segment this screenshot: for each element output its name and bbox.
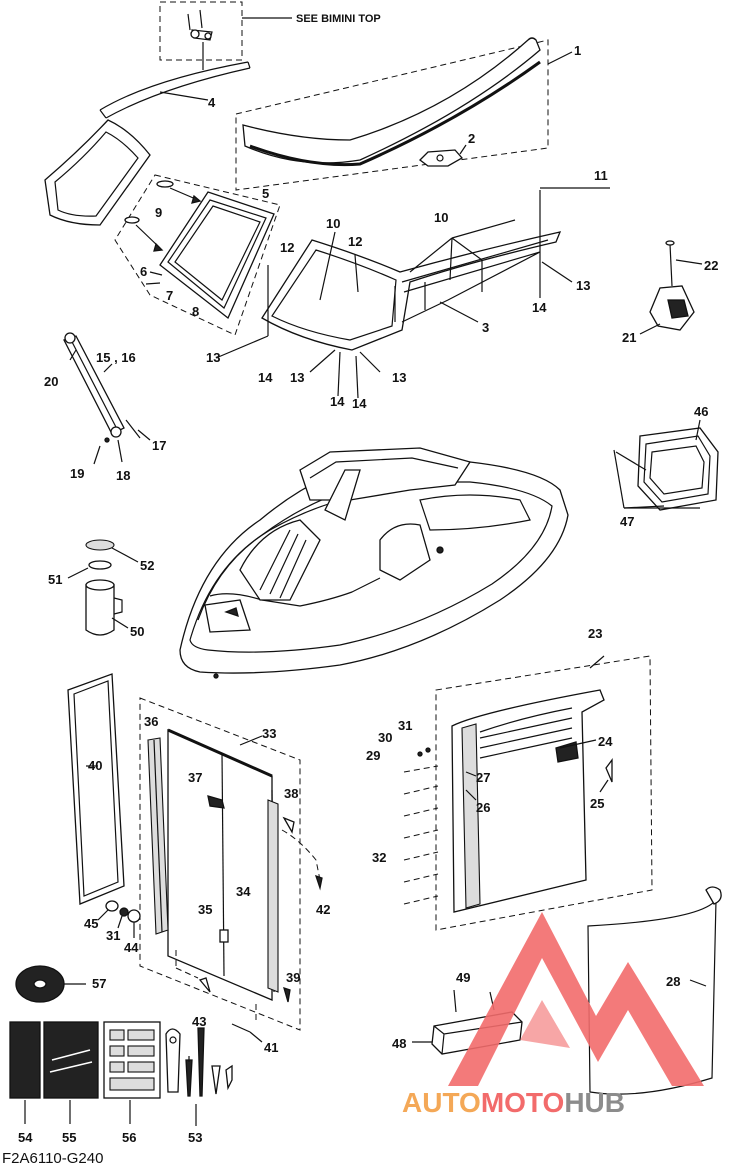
label-part-55: 55 <box>62 1130 76 1145</box>
tools-part-53 <box>165 1027 233 1126</box>
bracket-part-21 <box>639 240 703 335</box>
label-part-51: 51 <box>48 572 62 587</box>
label-part-47: 47 <box>620 514 634 529</box>
windshield-frame-part-3 <box>215 187 610 399</box>
label-part-54: 54 <box>18 1130 33 1145</box>
label-part-41: 41 <box>264 1040 278 1055</box>
watermark-middle: MOTO <box>481 1087 564 1118</box>
label-part-52: 52 <box>140 558 154 573</box>
label-part-53: 53 <box>188 1130 202 1145</box>
drawing-code: F2A6110-G240 <box>2 1150 103 1165</box>
label-part-43: 43 <box>192 1014 206 1029</box>
label-part-56: 56 <box>122 1130 136 1145</box>
label-part-14-c: 14 <box>352 396 367 411</box>
label-part-10-b: 10 <box>434 210 448 225</box>
cd-part-57 <box>15 965 86 1003</box>
cup-holder-part-50 <box>67 539 139 636</box>
label-part-14-a: 14 <box>258 370 273 385</box>
label-part-8: 8 <box>192 304 199 319</box>
label-part-29: 29 <box>366 748 380 763</box>
label-part-35: 35 <box>198 902 212 917</box>
label-part-42: 42 <box>316 902 330 917</box>
bimini-top-box: SEE BIMINI TOP <box>159 1 381 70</box>
label-part-6: 6 <box>140 264 147 279</box>
washers-part-44 <box>97 900 141 938</box>
label-part-46: 46 <box>694 404 708 419</box>
label-part-27: 27 <box>476 770 490 785</box>
label-part-10-a: 10 <box>326 216 340 231</box>
label-part-24: 24 <box>598 734 613 749</box>
windshield-top-frame-part-4 <box>44 61 251 226</box>
boat-hull <box>179 447 569 679</box>
part-labels: 1 2 3 4 5 6 7 8 9 10 10 11 12 12 13 13 1… <box>18 43 718 1145</box>
label-part-50: 50 <box>130 624 144 639</box>
label-part-33: 33 <box>262 726 276 741</box>
see-bimini-top-note: SEE BIMINI TOP <box>296 13 381 25</box>
label-part-23: 23 <box>588 626 602 641</box>
label-part-1: 1 <box>574 43 581 58</box>
label-part-12-a: 12 <box>280 240 294 255</box>
label-part-44: 44 <box>124 940 139 955</box>
label-part-13-a: 13 <box>206 350 220 365</box>
label-part-14-b: 14 <box>330 394 345 409</box>
storage-door-part-23 <box>403 655 653 931</box>
label-part-48: 48 <box>392 1036 406 1051</box>
label-part-36: 36 <box>144 714 158 729</box>
label-part-21: 21 <box>622 330 636 345</box>
label-part-28: 28 <box>666 974 680 989</box>
label-part-20: 20 <box>44 374 58 389</box>
label-part-2: 2 <box>468 131 475 146</box>
watermark-prefix: AUTO <box>402 1087 481 1118</box>
label-part-37: 37 <box>188 770 202 785</box>
label-part-12-b: 12 <box>348 234 362 249</box>
label-part-9: 9 <box>155 205 162 220</box>
support-strut-part-15 <box>63 332 151 465</box>
label-part-34: 34 <box>236 884 251 899</box>
label-part-40: 40 <box>88 758 102 773</box>
label-part-13-d: 13 <box>576 278 590 293</box>
label-part-49: 49 <box>456 970 470 985</box>
top-cap-part-1 <box>235 37 573 191</box>
label-part-13-b: 13 <box>290 370 304 385</box>
watermark-suffix: HUB <box>564 1087 625 1118</box>
label-part-31-b: 31 <box>106 928 120 943</box>
label-part-25: 25 <box>590 796 604 811</box>
label-part-31-a: 31 <box>398 718 412 733</box>
label-part-7: 7 <box>166 288 173 303</box>
label-part-30: 30 <box>378 730 392 745</box>
door-assembly-part-33 <box>139 697 323 1043</box>
label-part-32: 32 <box>372 850 386 865</box>
manuals-part-54 <box>9 1021 161 1124</box>
label-part-13-c: 13 <box>392 370 406 385</box>
label-part-38: 38 <box>284 786 298 801</box>
label-part-26: 26 <box>476 800 490 815</box>
label-part-14-d: 14 <box>532 300 547 315</box>
label-part-18: 18 <box>116 468 130 483</box>
label-part-22: 22 <box>704 258 718 273</box>
label-part-19: 19 <box>70 466 84 481</box>
label-part-5: 5 <box>262 186 269 201</box>
panel-part-40 <box>67 673 125 905</box>
label-part-3: 3 <box>482 320 489 335</box>
watermark-text: AUTOMOTOHUB <box>402 1087 625 1118</box>
windshield-panel-group-part-5 <box>114 174 281 336</box>
cover-part-28 <box>587 886 722 1095</box>
label-part-39: 39 <box>286 970 300 985</box>
label-part-57: 57 <box>92 976 106 991</box>
watermark-logo: AUTOMOTOHUB <box>402 912 704 1118</box>
hatch-frame-part-46 <box>613 419 719 511</box>
label-part-11: 11 <box>594 168 608 183</box>
label-part-15-16: 15 , 16 <box>96 350 136 365</box>
label-part-17: 17 <box>152 438 166 453</box>
label-part-4: 4 <box>208 95 216 110</box>
label-part-45: 45 <box>84 916 98 931</box>
